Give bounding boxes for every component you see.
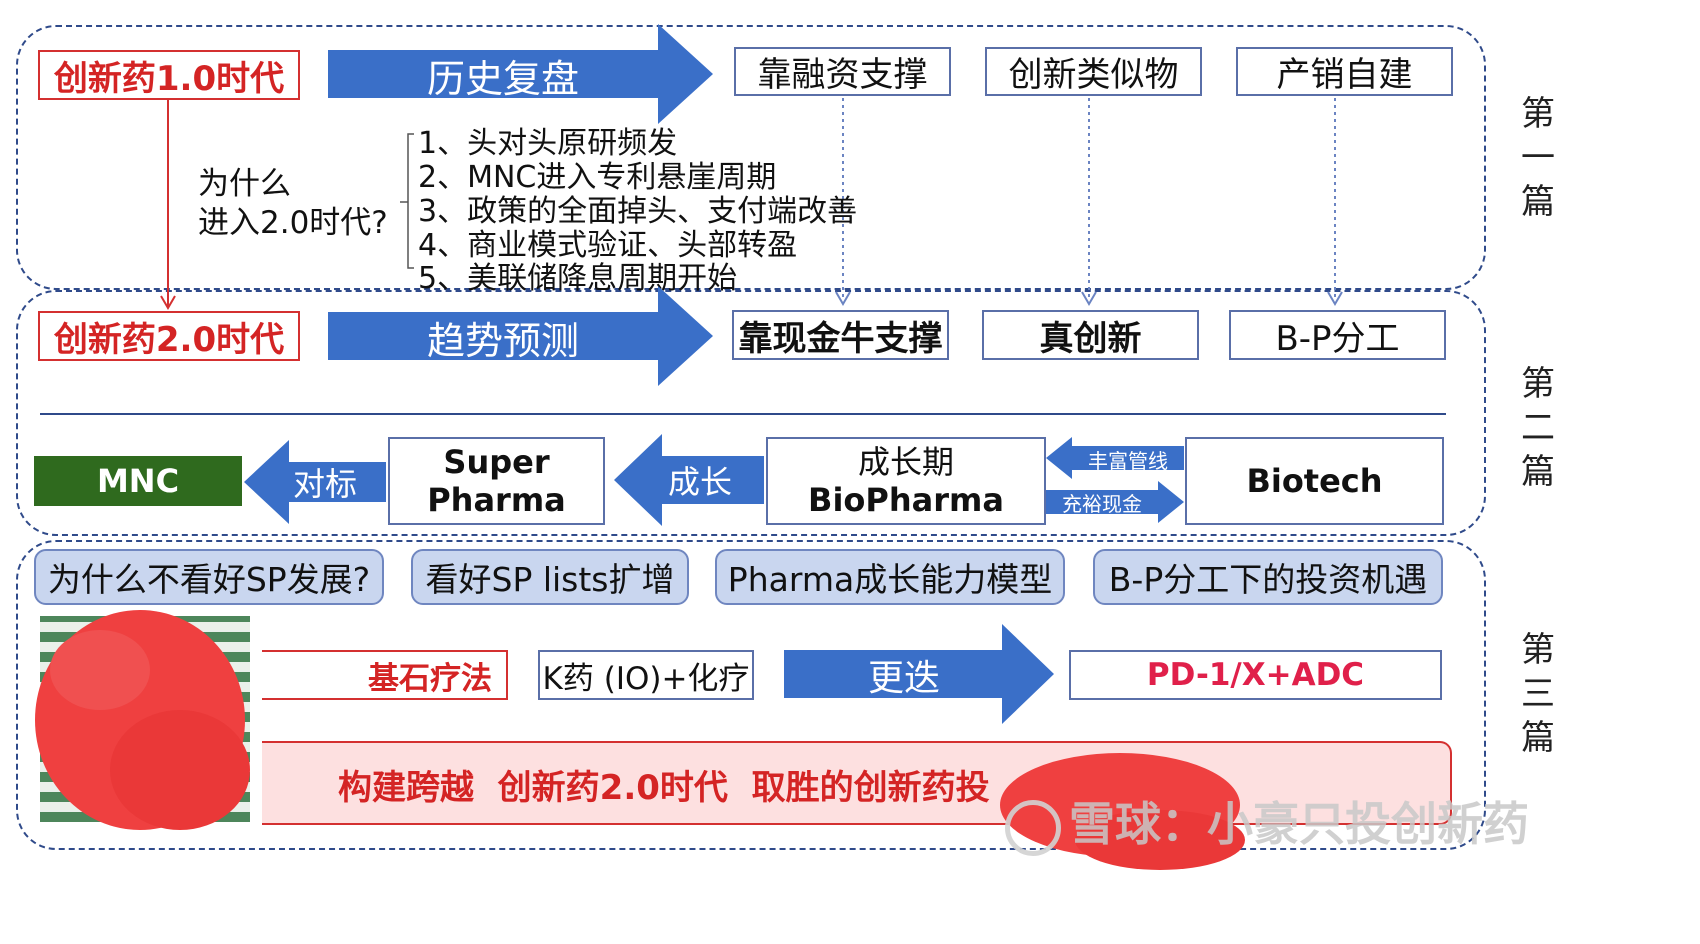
- why-question: 为什么 进入2.0时代?: [198, 165, 388, 243]
- reason-item: 5、美联储降息周期开始: [418, 261, 738, 296]
- benchmark-label: 对标: [292, 465, 357, 503]
- era-1-box: 创新药1.0时代: [38, 50, 300, 100]
- self-built-sales-box: 产销自建: [1236, 47, 1453, 96]
- financing-support-box: 靠融资支撑: [734, 47, 951, 96]
- pipeline-label: 丰富管线: [1088, 448, 1168, 473]
- biotech-box: Biotech: [1185, 437, 1444, 525]
- iterate-label: 更迭: [867, 658, 940, 699]
- section-two-panel: [16, 290, 1486, 536]
- conclusion-banner-text: 构建跨越 创新药2.0时代 取胜的创新药投: [338, 768, 990, 808]
- k-drug-box: K药 (IO)+化疗: [538, 650, 754, 700]
- history-review-label: 历史复盘: [426, 56, 579, 101]
- biopharma-name: BioPharma: [808, 481, 1004, 519]
- why-line-2: 进入2.0时代?: [198, 205, 388, 241]
- pill-why-not-sp: 为什么不看好SP发展?: [34, 549, 384, 605]
- conclusion-banner: [262, 741, 1452, 825]
- pill-sp-lists: 看好SP lists扩增: [411, 549, 689, 605]
- watermark-logo-icon: [1005, 799, 1061, 856]
- iterate-arrow: [784, 624, 1054, 724]
- history-review-arrow: [328, 24, 713, 124]
- b-p-division-box: B-P分工: [1229, 310, 1446, 360]
- growth-label: 成长: [667, 463, 732, 501]
- why-line-1: 为什么: [198, 166, 291, 202]
- benchmark-arrow: [244, 440, 386, 524]
- cash-cow-box: 靠现金牛支撑: [732, 310, 949, 360]
- true-innovation-box: 真创新: [982, 310, 1199, 360]
- super-pharma-line-1: Super: [443, 443, 550, 481]
- watermark: 雪球：小豪只投创新药: [1005, 788, 1529, 856]
- innovative-analog-box: 创新类似物: [985, 47, 1202, 96]
- reason-item: 1、头对头原研频发: [418, 126, 678, 161]
- pipeline-arrow: [1046, 437, 1184, 479]
- pill-pharma-model: Pharma成长能力模型: [715, 549, 1065, 605]
- mnc-box: MNC: [34, 456, 242, 506]
- watermark-text: 雪球：小豪只投创新药: [1069, 797, 1529, 851]
- biopharma-stage: 成长期: [857, 443, 954, 481]
- pill-b-p-opportunity: B-P分工下的投资机遇: [1093, 549, 1443, 605]
- era-2-box: 创新药2.0时代: [38, 311, 300, 361]
- biopharma-box: 成长期 BioPharma: [766, 437, 1046, 525]
- super-pharma-line-2: Pharma: [427, 481, 566, 519]
- side-label-part-one: 第一篇: [1521, 94, 1555, 222]
- growth-arrow: [614, 434, 764, 526]
- super-pharma-box: Super Pharma: [388, 437, 605, 525]
- reason-item: 3、政策的全面掉头、支付端改善: [418, 194, 858, 229]
- reason-item: 4、商业模式验证、头部转盈: [418, 228, 798, 263]
- reason-item: 2、MNC进入专利悬崖周期: [418, 160, 777, 195]
- red-scribble: [35, 610, 250, 830]
- cash-arrow: [1046, 481, 1184, 523]
- cash-label: 充裕现金: [1062, 491, 1142, 516]
- side-label-part-three: 第三篇: [1521, 630, 1555, 758]
- cornerstone-box: 基石疗法: [262, 650, 508, 700]
- section-three-panel: [16, 540, 1486, 850]
- next-therapy-box: PD-1/X+ADC: [1069, 650, 1442, 700]
- section-one-panel: [16, 25, 1486, 290]
- side-label-part-two: 第二篇: [1521, 364, 1555, 492]
- trend-forecast-arrow: [328, 286, 713, 386]
- trend-forecast-label: 趋势预测: [426, 318, 579, 363]
